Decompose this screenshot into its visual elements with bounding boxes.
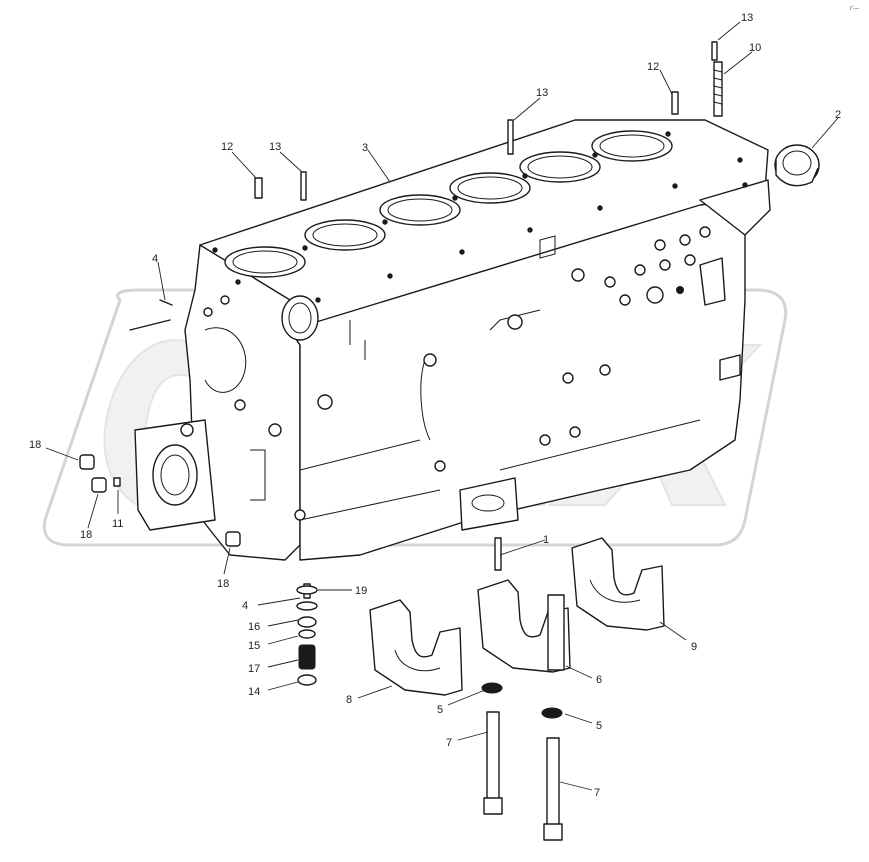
callout-3: 3 <box>362 142 368 154</box>
callout-14: 14 <box>248 686 260 698</box>
callout-18a: 18 <box>29 439 41 451</box>
washers <box>481 682 563 719</box>
bolts <box>483 711 563 841</box>
callout-13c: 13 <box>741 12 753 24</box>
callout-18b: 18 <box>80 529 92 541</box>
callout-7a: 7 <box>446 737 452 749</box>
callout-5b: 5 <box>596 720 602 732</box>
cylinder-block <box>134 119 771 561</box>
bearing-cap-6 <box>477 579 571 673</box>
callout-9: 9 <box>691 641 697 653</box>
callout-10: 10 <box>749 42 761 54</box>
callout-1: 1 <box>543 534 549 546</box>
cup-plug-part-2 <box>774 144 820 187</box>
front-face-details <box>134 295 306 531</box>
callout-13b: 13 <box>536 87 548 99</box>
callout-15: 15 <box>248 640 260 652</box>
callout-18c: 18 <box>217 578 229 590</box>
callout-12b: 12 <box>647 61 659 73</box>
callout-labels: 1 2 3 4 4 5 5 6 7 7 8 9 10 11 12 12 13 1… <box>29 12 841 799</box>
callout-11: 11 <box>112 518 123 530</box>
callout-16: 16 <box>248 621 260 633</box>
callout-19: 19 <box>355 585 367 597</box>
callout-12a: 12 <box>221 141 233 153</box>
bearing-cap-8 <box>369 599 463 696</box>
callout-5a: 5 <box>437 704 443 716</box>
callout-13a: 13 <box>269 141 281 153</box>
corner-mark: r'— <box>850 6 859 12</box>
callout-8: 8 <box>346 694 352 706</box>
callout-4a: 4 <box>152 253 158 265</box>
cylinder-bores <box>224 130 673 278</box>
callout-4b: 4 <box>242 600 248 612</box>
callout-2: 2 <box>835 109 841 121</box>
side-face-details <box>281 226 741 531</box>
bearing-cap-9 <box>571 537 665 631</box>
callout-7b: 7 <box>594 787 600 799</box>
nozzle-stack <box>296 583 318 686</box>
callout-17: 17 <box>248 663 260 675</box>
deck-bolt-holes <box>212 131 748 303</box>
studs <box>254 41 723 571</box>
callout-6: 6 <box>596 674 602 686</box>
callout-leaders <box>45 21 839 791</box>
left-fittings <box>79 299 241 547</box>
